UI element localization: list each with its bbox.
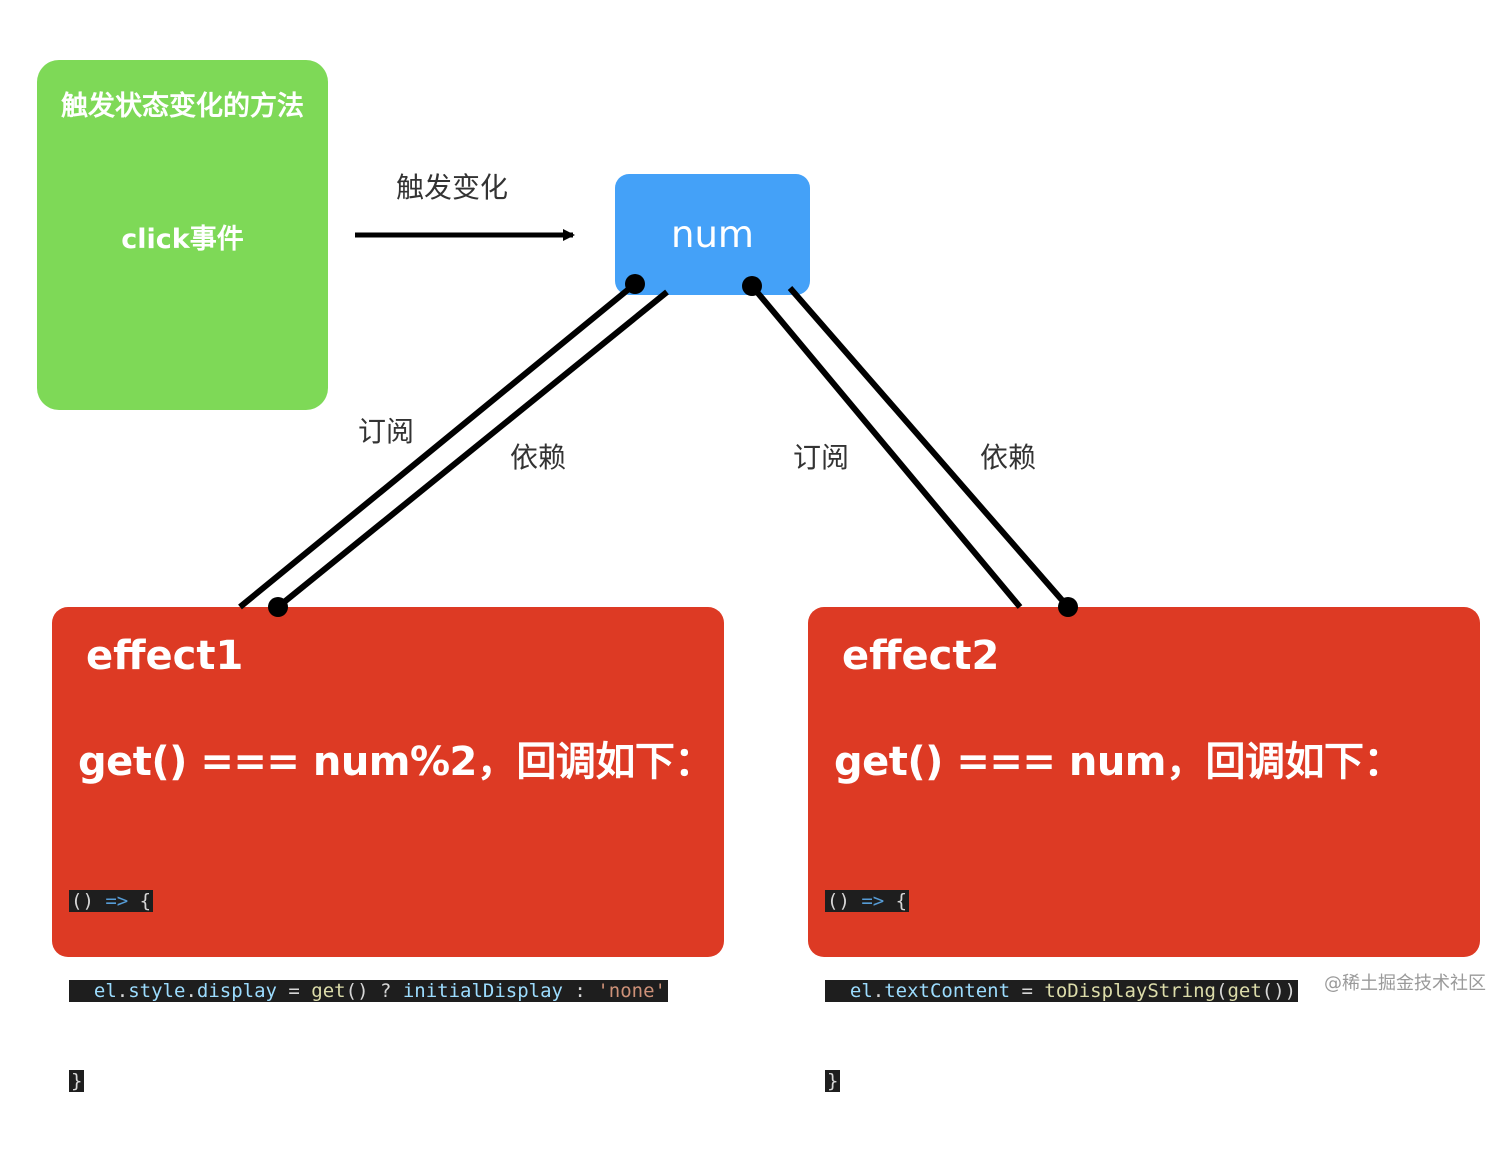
code-token: . — [116, 980, 129, 1002]
right-subscribe-endpoint — [742, 276, 762, 296]
code-token: { — [884, 890, 908, 912]
code-token: { — [128, 890, 152, 912]
code-token: display — [196, 980, 277, 1002]
right-depend-label: 依赖 — [980, 441, 1037, 474]
connector-layer — [238, 229, 1078, 617]
left-subscribe-label: 订阅 — [358, 415, 415, 448]
state-num-label: num — [671, 213, 754, 256]
code-token: toDisplayString — [1044, 980, 1216, 1002]
effect1-code-line-2: el.style.display = get() ? initialDispla… — [69, 976, 668, 1006]
code-token: => — [861, 890, 885, 912]
effect1-code-line-1: () => { — [69, 886, 668, 916]
code-token: el — [849, 980, 873, 1002]
code-token: . — [872, 980, 885, 1002]
code-token: style — [128, 980, 186, 1002]
code-token: } — [71, 1070, 83, 1092]
trigger-box: 触发状态变化的方法 click事件 — [37, 60, 328, 410]
code-token: = — [1010, 980, 1045, 1002]
code-token: () — [71, 890, 106, 912]
effect1-code-block: () => { el.style.display = get() ? initi… — [69, 826, 668, 1156]
code-token: ()) — [1261, 980, 1297, 1002]
code-token: } — [827, 1070, 839, 1092]
right-subscribe-label: 订阅 — [793, 441, 850, 474]
code-token: textContent — [884, 980, 1011, 1002]
trigger-arrow-label: 触发变化 — [396, 171, 509, 204]
left-subscribe-endpoint — [625, 274, 645, 294]
effect1-box: effect1 get() === num%2，回调如下： () => { el… — [52, 607, 724, 1092]
right-depend-line — [787, 286, 1071, 609]
effect2-code-line-2: el.textContent = toDisplayString(get()) — [825, 976, 1299, 1006]
code-token: get — [311, 980, 346, 1002]
effect2-code-line-1: () => { — [825, 886, 1298, 916]
effect2-box: effect2 get() === num，回调如下： () => { el.t… — [808, 607, 1480, 1092]
left-depend-endpoint — [268, 597, 288, 617]
code-token: el — [93, 980, 117, 1002]
left-subscribe-line — [238, 281, 637, 610]
code-token: initialDisplay — [402, 980, 563, 1002]
watermark: @稀土掘金技术社区 — [1324, 973, 1486, 994]
effect2-code-block: () => { el.textContent = toDisplayString… — [825, 826, 1299, 1156]
code-token: = — [276, 980, 312, 1002]
trigger-title: 触发状态变化的方法 — [61, 91, 304, 122]
effect2-code-line-3: } — [825, 1066, 1298, 1096]
code-token: => — [105, 890, 129, 912]
effect1-code-line-3: } — [69, 1066, 668, 1096]
right-subscribe-line — [749, 284, 1023, 609]
effect1-formula: get() === num%2，回调如下： — [78, 739, 714, 785]
code-token: 'none' — [597, 980, 666, 1002]
trigger-event-label: click事件 — [121, 224, 244, 255]
left-depend-label: 依赖 — [510, 441, 567, 474]
state-num-box: num — [615, 174, 810, 295]
code-token: : — [562, 980, 598, 1002]
effect2-formula: get() === num，回调如下： — [834, 739, 1403, 785]
right-depend-endpoint — [1058, 597, 1078, 617]
code-token: get — [1227, 980, 1262, 1002]
code-token: . — [185, 980, 197, 1002]
left-depend-line — [276, 289, 669, 610]
effect1-title: effect1 — [86, 633, 244, 679]
code-token: () ? — [345, 980, 403, 1002]
code-token: () — [827, 890, 862, 912]
effect2-title: effect2 — [842, 633, 1000, 679]
code-token: ( — [1216, 980, 1228, 1002]
